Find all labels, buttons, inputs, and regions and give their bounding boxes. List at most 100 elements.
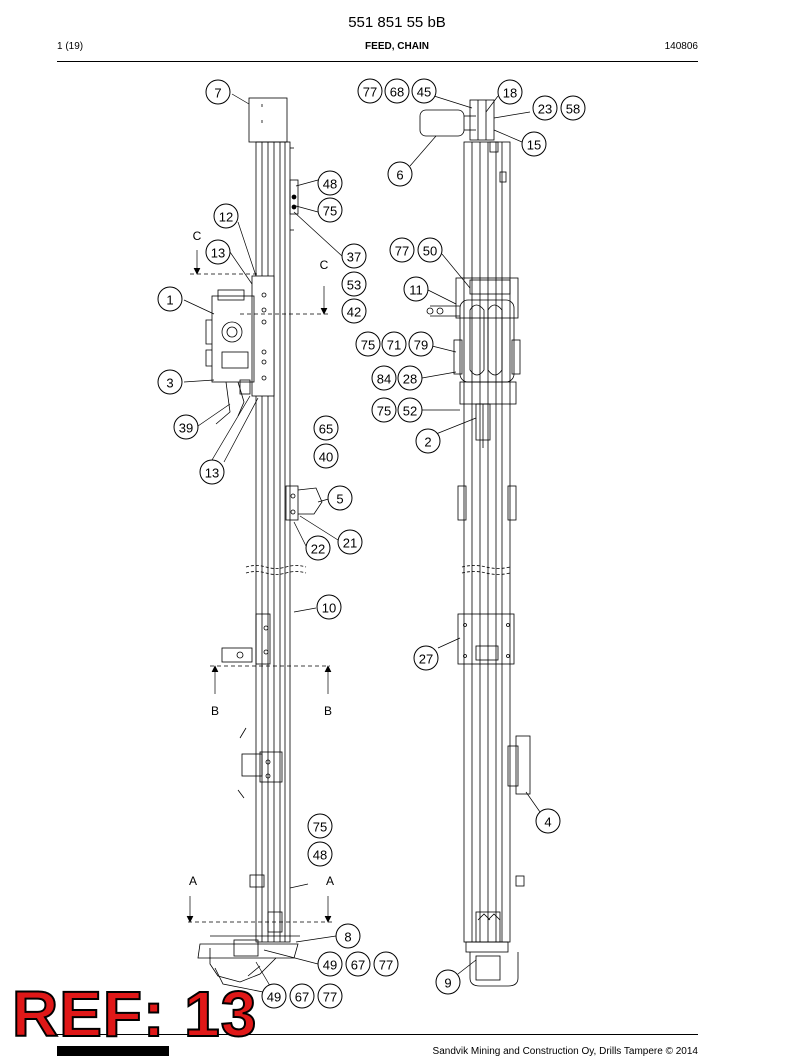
callout-number: 77 (395, 244, 409, 259)
section-label-a: A (189, 874, 197, 888)
sandvik-logo (57, 1046, 169, 1056)
callout-number: 12 (219, 210, 233, 225)
callout-71: 71 (381, 331, 407, 357)
callout-circle (415, 428, 441, 454)
callout-77: 77 (317, 983, 343, 1009)
callout-number: 50 (423, 244, 437, 259)
callout-number: 53 (347, 278, 361, 293)
section-label-c: C (193, 229, 202, 243)
document-number: 551 851 55 bB (348, 14, 446, 31)
callout-circle (341, 298, 367, 324)
callout-number: 5 (336, 492, 343, 507)
callout-circle (357, 78, 383, 104)
callout-53: 53 (341, 271, 367, 297)
callout-circle (327, 485, 353, 511)
callout-number: 39 (179, 421, 193, 436)
callout-number: 21 (343, 536, 357, 551)
callout-number: 27 (419, 652, 433, 667)
callout-11: 11 (403, 276, 429, 302)
callout-84: 84 (371, 365, 397, 391)
callout-number: 45 (417, 85, 431, 100)
callout-circle (305, 535, 331, 561)
callout-number: 49 (267, 990, 281, 1005)
callout-circle (213, 203, 239, 229)
callout-number: 22 (311, 542, 325, 557)
callout-circle (371, 397, 397, 423)
callout-number: 77 (323, 990, 337, 1005)
revision-code: 140806 (664, 41, 698, 52)
callout-50: 50 (417, 237, 443, 263)
callout-circle (521, 131, 547, 157)
callout-4: 4 (535, 808, 561, 834)
callout-number: 11 (409, 283, 423, 298)
section-title: FEED, CHAIN (365, 41, 429, 52)
callout-8: 8 (335, 923, 361, 949)
callout-48: 48 (307, 841, 333, 867)
callout-number: 13 (211, 246, 225, 261)
callout-number: 75 (313, 820, 327, 835)
footer-rule (57, 1034, 698, 1035)
callout-75: 75 (317, 197, 343, 223)
callout-circle (413, 645, 439, 671)
callout-circle (337, 529, 363, 555)
callout-number: 23 (538, 102, 552, 117)
callout-circle (341, 243, 367, 269)
callout-number: 65 (319, 422, 333, 437)
callout-number: 18 (503, 86, 517, 101)
callout-number: 2 (424, 435, 431, 450)
callout-10: 10 (316, 594, 342, 620)
callout-15: 15 (521, 131, 547, 157)
callout-39: 39 (173, 414, 199, 440)
callout-number: 67 (351, 958, 365, 973)
callout-circle (289, 983, 315, 1009)
callout-circle (317, 170, 343, 196)
callout-circle (157, 286, 183, 312)
callout-65: 65 (313, 415, 339, 441)
callout-circle (157, 369, 183, 395)
callout-number: 77 (363, 85, 377, 100)
callout-circle (535, 808, 561, 834)
callout-number: 75 (361, 338, 375, 353)
callout-75: 75 (307, 813, 333, 839)
callout-circle (307, 841, 333, 867)
callout-number: 3 (166, 376, 173, 391)
callout-number: 4 (544, 815, 551, 830)
callout-number: 28 (403, 372, 417, 387)
callout-circle (316, 594, 342, 620)
callout-23: 23 (532, 95, 558, 121)
callout-number: 49 (323, 958, 337, 973)
callout-77: 77 (389, 237, 415, 263)
callout-circle (373, 951, 399, 977)
callout-circle (560, 95, 586, 121)
callout-5: 5 (327, 485, 353, 511)
callout-number: 15 (527, 138, 541, 153)
callout-circle (397, 365, 423, 391)
callout-7: 7 (205, 79, 231, 105)
callout-number: 52 (403, 404, 417, 419)
callout-48: 48 (317, 170, 343, 196)
callout-circle (199, 459, 225, 485)
callout-1: 1 (157, 286, 183, 312)
callout-49: 49 (261, 983, 287, 1009)
section-label-c: C (320, 258, 329, 272)
section-label-b: B (324, 704, 332, 718)
reference-stamp: REF: 13 (11, 978, 258, 1050)
callout-number: 75 (323, 204, 337, 219)
callout-49: 49 (317, 951, 343, 977)
header-rule (57, 61, 698, 62)
callout-circle (313, 443, 339, 469)
callout-circle (317, 983, 343, 1009)
callout-58: 58 (560, 95, 586, 121)
callout-circle (387, 161, 413, 187)
callout-number: 40 (319, 450, 333, 465)
callout-79: 79 (408, 331, 434, 357)
callout-number: 9 (444, 976, 451, 991)
callout-67: 67 (345, 951, 371, 977)
callout-circle (335, 923, 361, 949)
callout-circle (307, 813, 333, 839)
callout-circle (403, 276, 429, 302)
callout-circle (417, 237, 443, 263)
callout-number: 71 (387, 338, 401, 353)
callout-circle (205, 239, 231, 265)
